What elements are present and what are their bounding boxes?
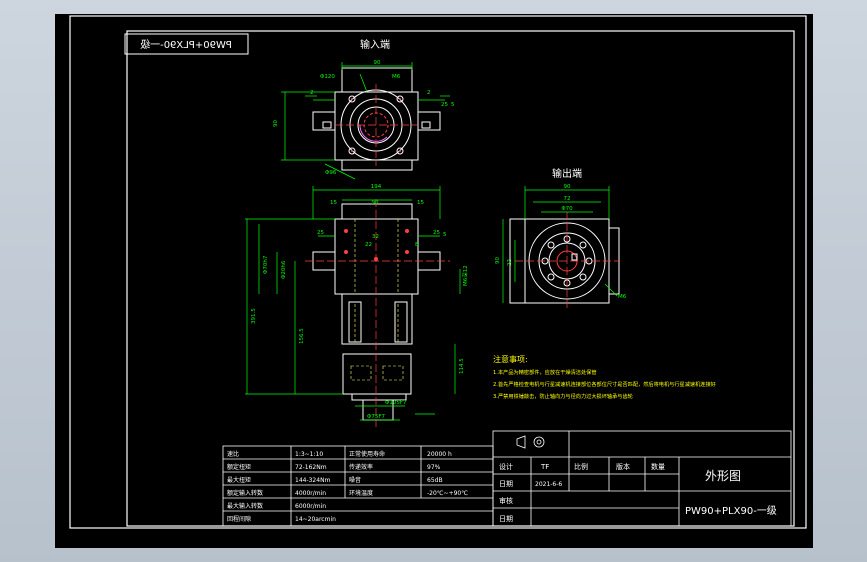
- spec-r3-c2: 环境温度: [349, 489, 373, 497]
- dim-key-8: 8: [415, 242, 419, 248]
- dim-out-70: Φ70: [561, 206, 573, 212]
- dim-m6: M6: [392, 74, 401, 80]
- spec-r1-c1: 72-162Nm: [295, 464, 327, 471]
- input-end-label: 输入端: [360, 38, 390, 51]
- dim-side-m6: M6深12: [461, 265, 469, 286]
- spec-r0-c1: 1:3~1:10: [295, 451, 323, 458]
- version-label: 版本: [616, 462, 630, 471]
- spec-r1-c2: 传递效率: [349, 463, 373, 471]
- projection-symbol: [516, 435, 545, 449]
- dim-out-22: 22: [507, 259, 513, 266]
- cad-viewport[interactable]: PW90+PLX90-一级 输入端: [55, 14, 813, 548]
- dim-key-2-right: 2: [427, 90, 431, 96]
- title-stamp-text: PW90+PLX90-一级: [140, 39, 232, 51]
- spec-r3-c3: -20℃~+90℃: [427, 490, 468, 497]
- notes-block: 注意事项: 1.本产品为精密部件，应放在干燥清洁处保管 2.首先严格检查电机与行…: [493, 354, 716, 400]
- dim-5: 5: [443, 232, 447, 238]
- dim-key-2-left: 2: [310, 90, 314, 96]
- specs-table-text: 速比 1:3~1:10 正常使用寿命 20000 h 额定扭矩 72-162Nm…: [227, 450, 468, 523]
- dim-15-left: 15: [330, 200, 337, 206]
- dim-overall-194: 194: [371, 184, 382, 190]
- spec-r3-c1: 4000r/min: [295, 490, 326, 497]
- spec-r1-c0: 额定扭矩: [227, 463, 251, 471]
- quantity-label: 数量: [651, 462, 665, 471]
- dim-out-72: 72: [564, 196, 571, 202]
- spec-r2-c2: 噪音: [349, 476, 361, 484]
- notes-title: 注意事项:: [493, 354, 528, 364]
- review-label: 审核: [499, 496, 513, 505]
- dim-32: 32: [372, 234, 379, 240]
- spec-r4-c0: 最大输入转数: [227, 502, 263, 510]
- spec-r0-c2: 正常使用寿命: [349, 450, 385, 458]
- dim-width-90: 90: [374, 60, 381, 66]
- spec-r3-c0: 额定输入转数: [227, 489, 263, 497]
- dim-total-height: 391.5: [251, 308, 257, 324]
- dim-out-90-v: 90: [495, 257, 501, 264]
- title-block-text: 设计 TF 比例 版本 数量 日期 2021-6-6 审核 日期 外形图 PW9…: [499, 462, 777, 523]
- side-view: 194 15 90 15 25 25 5 32 22 8 Φ20h6 Φ70h7…: [245, 184, 469, 429]
- drawing-name: 外形图: [705, 469, 741, 483]
- dim-dia-120: Φ120: [320, 74, 335, 80]
- dim-height-90: 90: [273, 120, 279, 127]
- dim-25-left: 25: [317, 230, 324, 236]
- dim-22: 22: [365, 242, 372, 248]
- spec-r0-c0: 速比: [227, 450, 239, 458]
- dim-shaft-5: 5: [451, 102, 455, 108]
- date-label: 日期: [499, 480, 513, 488]
- input-end-view: 输入端: [273, 38, 455, 180]
- note-line-1: 1.本产品为精密部件，应放在干燥清洁处保管: [493, 368, 597, 376]
- spec-r5-c1: 14~20arcmin: [295, 516, 336, 523]
- specs-table: [222, 445, 494, 527]
- cad-drawing: PW90+PLX90-一级 输入端: [69, 15, 807, 529]
- dim-dia-105: Φ105F7: [385, 400, 407, 406]
- output-end-view: 输出端 90 72 Φ70 22 9: [495, 167, 627, 310]
- dim-side-90: 90: [372, 200, 379, 206]
- date-value: 2021-6-6: [535, 481, 562, 488]
- dim-out-m6: M6: [618, 294, 627, 300]
- dim-dia-75: Φ75F7: [367, 414, 385, 420]
- scale-label: 比例: [574, 462, 588, 471]
- drawing-frame: [69, 15, 807, 529]
- design-label: 设计: [499, 462, 513, 471]
- spec-r4-c1: 6000r/min: [295, 503, 326, 510]
- spec-r2-c3: 65dB: [427, 477, 443, 484]
- dim-114: 114.5: [459, 358, 465, 374]
- dim-dia-96: Φ96: [325, 170, 337, 176]
- spec-r1-c3: 97%: [427, 464, 441, 471]
- dim-25-right: 25: [433, 230, 440, 236]
- dim-out-90: 90: [564, 184, 571, 190]
- model-name: PW90+PLX90-一级: [685, 505, 777, 517]
- dim-dia-h6: Φ20h6: [281, 260, 287, 279]
- dim-dia-h7: Φ70h7: [263, 255, 269, 274]
- spec-r5-c0: 回程间隙: [227, 515, 251, 523]
- spec-r2-c1: 144-324Nm: [295, 477, 331, 484]
- date2-label: 日期: [499, 515, 513, 523]
- note-line-3: 3.严禁用铁锤敲击，防止轴向力与径向力过大损坏轴承与齿轮: [493, 392, 633, 400]
- title-stamp: PW90+PLX90-一级: [124, 33, 249, 55]
- design-value: TF: [540, 463, 549, 471]
- spec-r2-c0: 最大扭矩: [227, 476, 251, 484]
- dim-shaft-25: 25: [441, 102, 448, 108]
- dim-15-right: 15: [417, 200, 424, 206]
- title-block: [492, 430, 792, 527]
- output-end-label: 输出端: [552, 167, 582, 180]
- spec-r0-c3: 20000 h: [427, 451, 452, 458]
- dim-156: 156.5: [299, 328, 305, 344]
- note-line-2: 2.首先严格检查电机与行星减速机连接部位各部位尺寸是否匹配，然后将电机与行星减速…: [493, 380, 716, 388]
